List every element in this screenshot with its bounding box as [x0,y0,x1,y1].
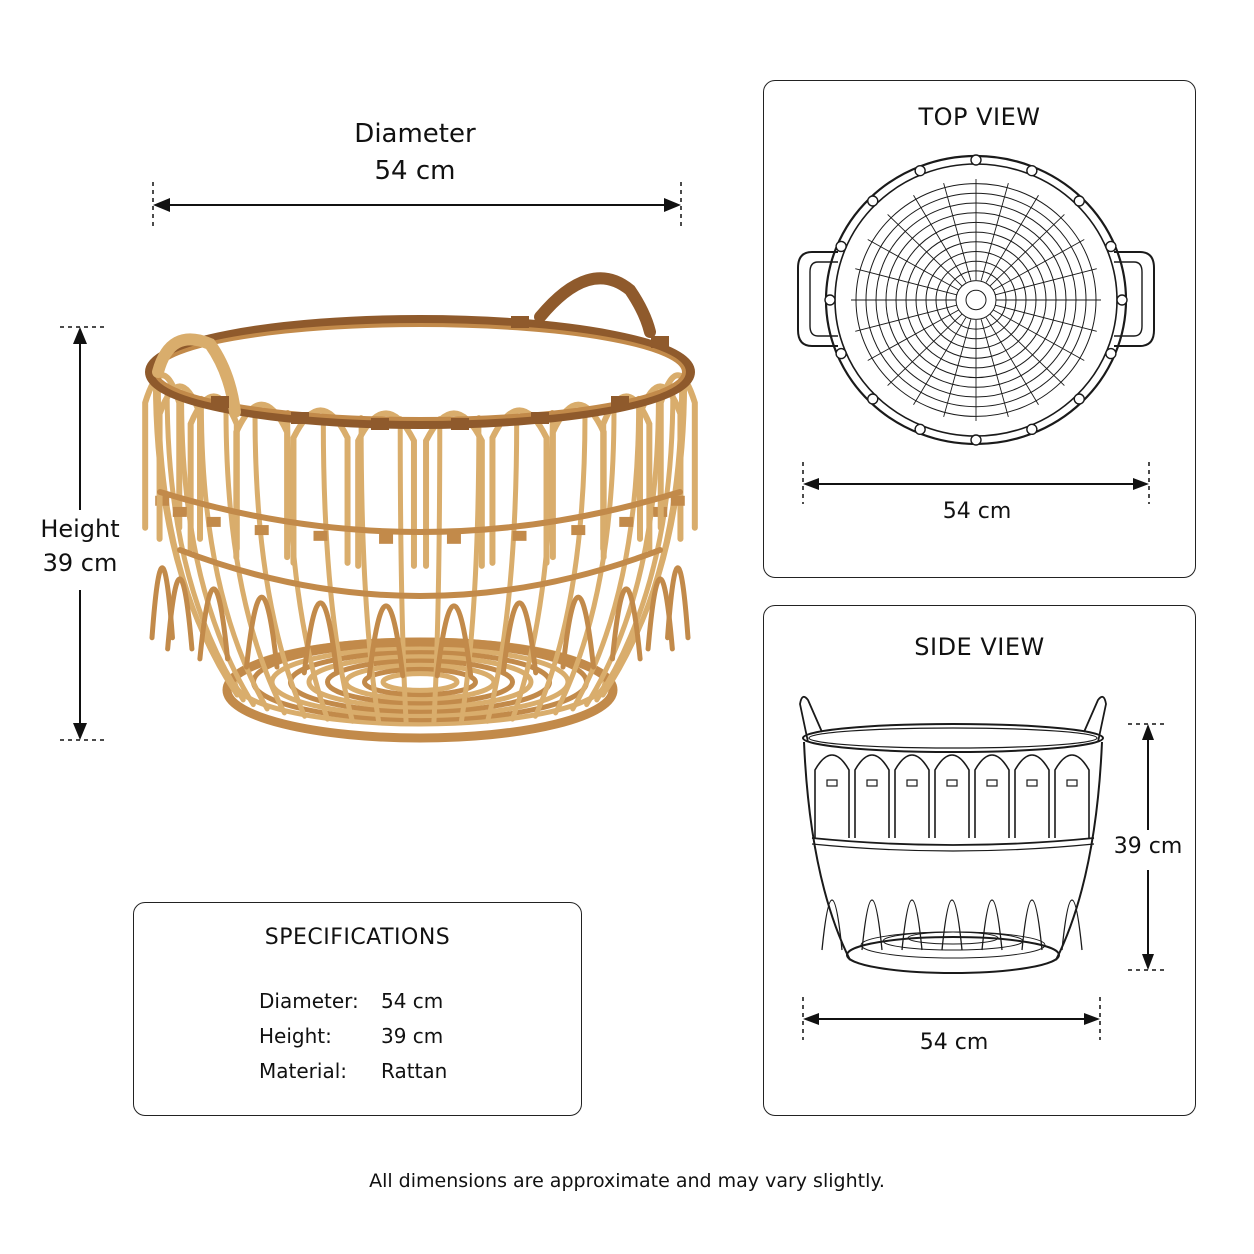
height-label-text: Height [40,515,120,543]
height-label-value: 39 cm [42,549,118,577]
spec-key: Height: [259,1024,332,1048]
spec-value: 54 cm [381,989,444,1013]
spec-row-material: Material: Rattan [259,1059,559,1089]
side-view-height-label: 39 cm [1104,834,1192,859]
top-view-width-label: 54 cm [942,499,1012,524]
diameter-label: Diameter 54 cm [315,116,515,190]
footnote: All dimensions are approximate and may v… [369,1170,885,1192]
spec-key: Diameter: [259,989,359,1013]
top-view-title: TOP VIEW [918,103,1041,131]
spec-value: Rattan [381,1059,448,1083]
side-view-width-label: 54 cm [919,1030,989,1055]
diameter-label-text: Diameter [354,119,476,149]
spec-value: 39 cm [381,1024,444,1048]
spec-row-diameter: Diameter: 54 cm [259,989,559,1019]
diameter-label-value: 54 cm [374,156,456,186]
side-view-panel: SIDE VIEW 54 cm 39 cm [763,605,1196,1116]
specifications-title: SPECIFICATIONS [264,925,451,950]
spec-row-height: Height: 39 cm [259,1024,559,1054]
height-label: Height 39 cm [20,512,140,580]
spec-key: Material: [259,1059,347,1083]
specifications-panel: SPECIFICATIONS Diameter: 54 cm Height: 3… [133,902,582,1116]
side-view-title: SIDE VIEW [914,633,1045,661]
